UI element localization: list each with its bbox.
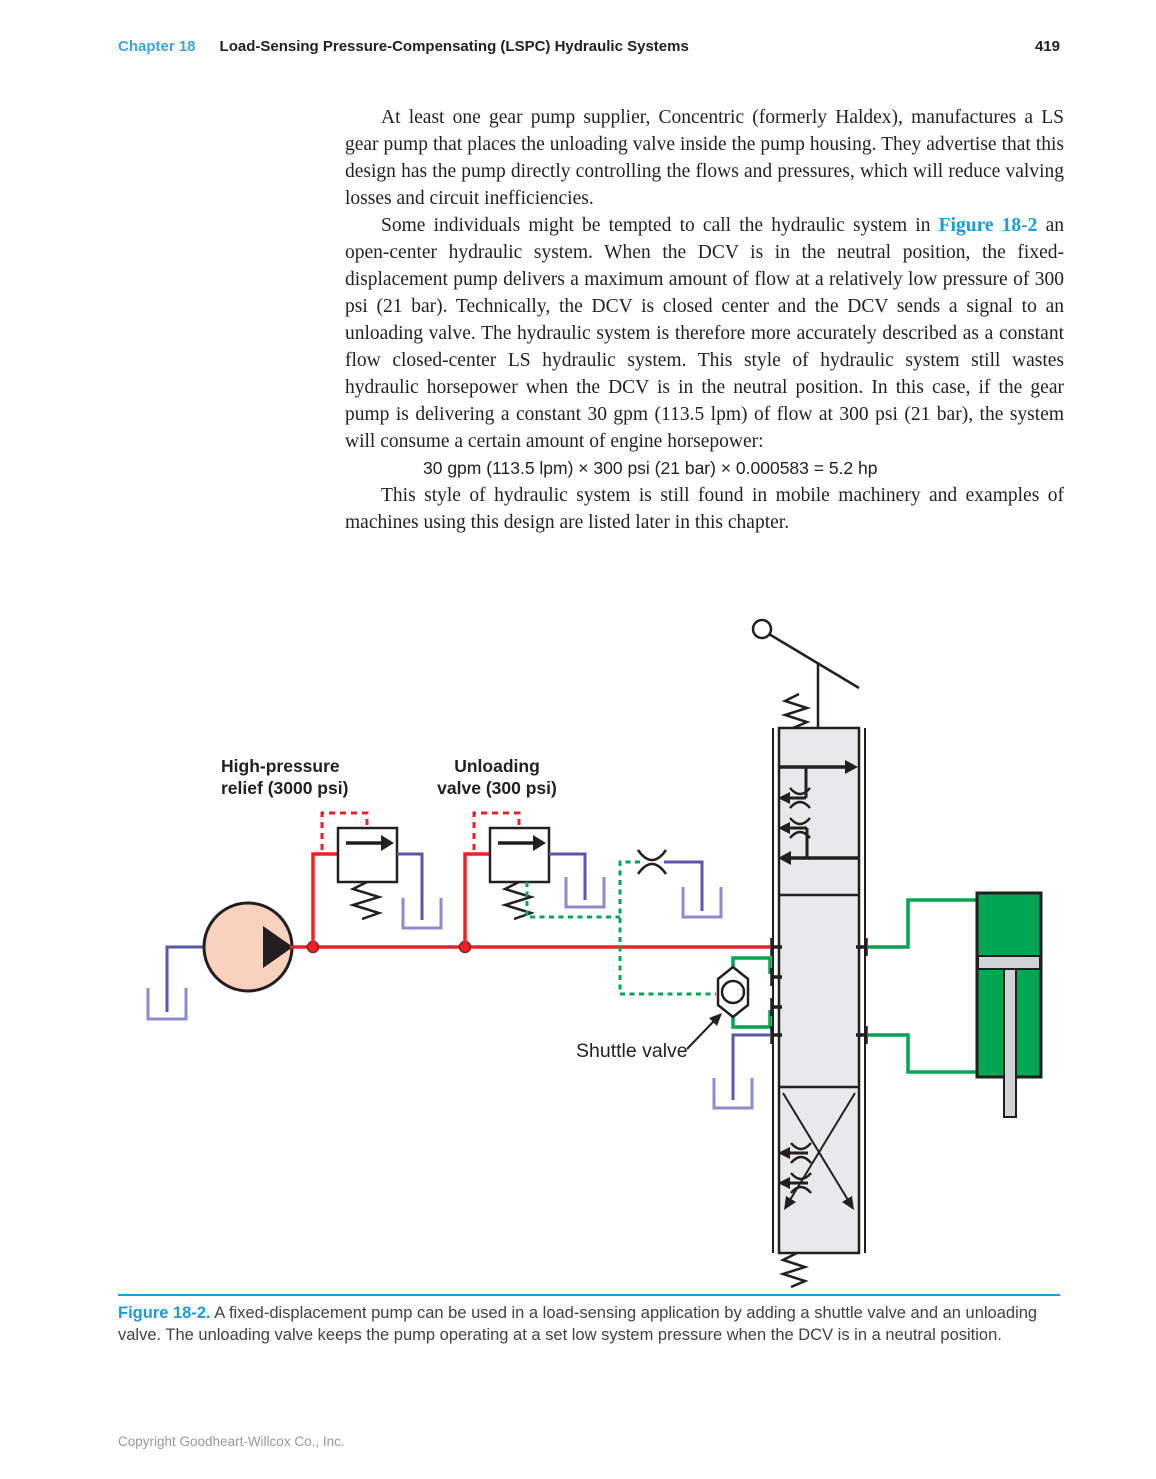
pilot-line-dashed — [320, 811, 369, 850]
chapter-label: Chapter 18 — [118, 38, 196, 55]
tank-symbol — [564, 877, 606, 909]
spring-symbol — [780, 692, 812, 730]
tank-symbol — [681, 887, 723, 919]
body-text-column: At least one gear pump supplier, Concent… — [345, 104, 1064, 536]
dcv-tank-line — [712, 1033, 770, 1110]
unloading-valve-label-line2: valve (300 psi) — [437, 778, 557, 798]
unloading-valve-symbol — [463, 811, 606, 947]
callout-arrowhead — [709, 1013, 722, 1026]
bleed-orifice-symbol — [636, 849, 668, 875]
shuttle-valve-callout: Shuttle valve — [576, 1013, 722, 1062]
tank-symbol — [146, 988, 188, 1021]
figure-caption-text: A fixed-displacement pump can be used in… — [118, 1304, 1038, 1344]
hydraulic-cylinder-symbol — [975, 891, 1043, 1118]
paragraph-2: Some individuals might be tempted to cal… — [345, 212, 1064, 455]
page-header: Chapter 18 Load-Sensing Pressure-Compens… — [118, 38, 1060, 56]
unloading-valve-label-line1: Unloading — [454, 756, 540, 776]
paragraph-1: At least one gear pump supplier, Concent… — [345, 107, 1064, 209]
spring-symbol — [778, 1251, 810, 1289]
figure-caption-label: Figure 18-2. — [118, 1304, 211, 1322]
dcv-bottom-envelope-arrows — [778, 1092, 856, 1210]
tank-symbol — [401, 898, 443, 930]
pump-suction-line — [146, 945, 205, 1021]
chapter-title: Load-Sensing Pressure-Compensating (LSPC… — [219, 38, 689, 55]
shuttle-valve-symbol — [716, 956, 772, 1029]
high-pressure-relief-valve-symbol — [311, 811, 443, 947]
diagram-labels: High-pressure relief (3000 psi) Unloadin… — [221, 756, 557, 798]
paragraph-3: This style of hydraulic system is still … — [345, 485, 1064, 533]
page-number: 419 — [1034, 38, 1060, 55]
pump-pressure-line — [290, 940, 770, 954]
relief-valve-label-line2: relief (3000 psi) — [221, 778, 348, 798]
load-sense-pilot-line — [525, 849, 723, 996]
pump-flow-triangle — [263, 926, 293, 968]
cylinder-rod — [1003, 967, 1017, 1118]
spring-symbol — [348, 880, 384, 921]
dcv-symbol — [751, 618, 868, 1289]
tank-symbol — [712, 1078, 754, 1110]
pilot-line-dashed — [472, 811, 521, 850]
cylinder-work-lines — [868, 898, 977, 1074]
horsepower-equation: 30 gpm (113.5 lpm) × 300 psi (21 bar) × … — [423, 458, 878, 478]
figure-18-2-reference[interactable]: Figure 18-2 — [938, 215, 1038, 236]
cylinder-piston — [977, 955, 1041, 970]
shuttle-valve-label: Shuttle valve — [576, 1040, 688, 1062]
dcv-port-stubs — [770, 938, 868, 1044]
copyright-footer: Copyright Goodheart-Willcox Co., Inc. — [118, 1434, 345, 1449]
figure-caption: Figure 18-2. A fixed-displacement pump c… — [118, 1294, 1060, 1346]
paragraph-2-start: Some individuals might be tempted to cal… — [381, 215, 939, 236]
dcv-top-envelope-arrows — [778, 760, 859, 865]
lever-operator-symbol — [751, 618, 860, 728]
fixed-displacement-pump-symbol — [202, 901, 294, 993]
paragraph-2-end: an open-center hydraulic system. When th… — [345, 215, 1064, 452]
relief-valve-label-line1: High-pressure — [221, 756, 340, 776]
